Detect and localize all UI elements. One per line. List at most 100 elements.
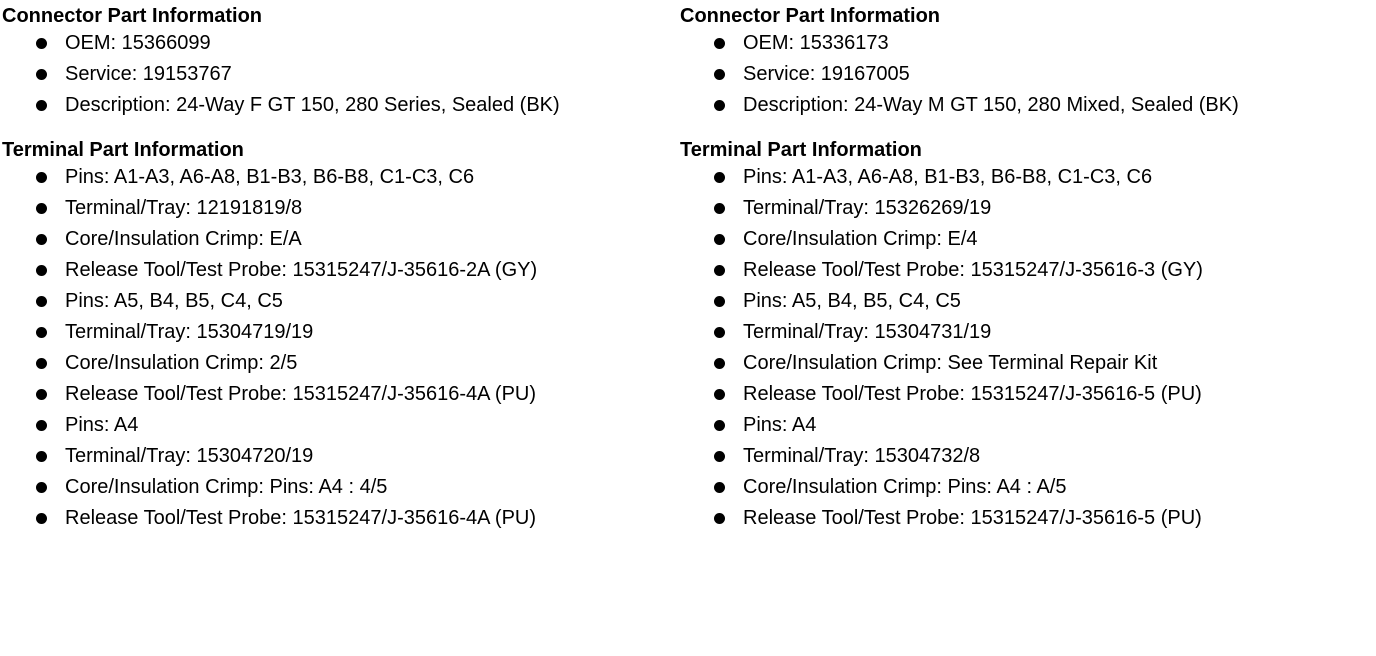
list-item: Pins: A4: [680, 410, 1376, 441]
list-item: Core/Insulation Crimp: 2/5: [2, 348, 678, 379]
list-item-text: Pins: A1-A3, A6-A8, B1-B3, B6-B8, C1-C3,…: [65, 166, 475, 188]
list-item: Pins: A4: [2, 410, 678, 441]
list-item-text: Pins: A4: [65, 414, 139, 436]
list-item-text: Release Tool/Test Probe: 15315247/J-3561…: [65, 507, 537, 529]
bullet-icon: [714, 100, 725, 111]
list-item: Service: 19153767: [2, 59, 678, 90]
list-item-text: Pins: A5, B4, B5, C4, C5: [65, 290, 283, 312]
terminal-group-3: Pins: A4 Terminal/Tray: 15304720/19 Core…: [2, 410, 678, 534]
list-item-text: Release Tool/Test Probe: 15315247/J-3561…: [743, 259, 1203, 281]
list-item-text: Pins: A1-A3, A6-A8, B1-B3, B6-B8, C1-C3,…: [743, 166, 1153, 188]
bullet-icon: [36, 358, 47, 369]
list-item-text: Core/Insulation Crimp: E/A: [65, 228, 302, 250]
bullet-icon: [36, 389, 47, 400]
bullet-icon: [714, 234, 725, 245]
list-item-text: Core/Insulation Crimp: E/4: [743, 228, 978, 250]
connector-part-info-heading: Connector Part Information: [2, 5, 263, 27]
bullet-icon: [714, 451, 725, 462]
list-item-text: Core/Insulation Crimp: See Terminal Repa…: [743, 352, 1158, 374]
list-item: Release Tool/Test Probe: 15315247/J-3561…: [680, 379, 1376, 410]
list-item-text: Terminal/Tray: 15304732/8: [743, 445, 981, 467]
bullet-icon: [36, 451, 47, 462]
list-item: Terminal/Tray: 15304719/19: [2, 317, 678, 348]
list-item: Pins: A1-A3, A6-A8, B1-B3, B6-B8, C1-C3,…: [2, 162, 678, 193]
bullet-icon: [36, 203, 47, 214]
bullet-icon: [714, 69, 725, 80]
list-item: Core/Insulation Crimp: See Terminal Repa…: [680, 348, 1376, 379]
list-item: Terminal/Tray: 15304720/19: [2, 441, 678, 472]
list-item: Terminal/Tray: 12191819/8: [2, 193, 678, 224]
list-item: Release Tool/Test Probe: 15315247/J-3561…: [680, 255, 1376, 286]
bullet-icon: [714, 203, 725, 214]
list-item: Terminal/Tray: 15304732/8: [680, 441, 1376, 472]
list-item-text: Release Tool/Test Probe: 15315247/J-3561…: [65, 259, 538, 281]
list-item-text: Terminal/Tray: 15326269/19: [743, 197, 992, 219]
list-item-text: Description: 24-Way F GT 150, 280 Series…: [65, 94, 560, 116]
list-item: OEM: 15366099: [2, 28, 678, 59]
list-item: OEM: 15336173: [680, 28, 1376, 59]
list-item: Core/Insulation Crimp: E/A: [2, 224, 678, 255]
list-item: Core/Insulation Crimp: Pins: A4 : 4/5: [2, 472, 678, 503]
bullet-icon: [714, 38, 725, 49]
connector-info-list: OEM: 15336173 Service: 19167005 Descript…: [680, 28, 1376, 121]
list-item-text: Pins: A5, B4, B5, C4, C5: [743, 290, 961, 312]
list-item: Release Tool/Test Probe: 15315247/J-3561…: [2, 379, 678, 410]
bullet-icon: [714, 172, 725, 183]
list-item-text: Service: 19153767: [65, 63, 232, 85]
list-item-text: Release Tool/Test Probe: 15315247/J-3561…: [743, 383, 1202, 405]
bullet-icon: [36, 38, 47, 49]
list-item: Release Tool/Test Probe: 15315247/J-3561…: [2, 503, 678, 534]
list-item: Core/Insulation Crimp: Pins: A4 : A/5: [680, 472, 1376, 503]
list-item: Description: 24-Way F GT 150, 280 Series…: [2, 90, 678, 121]
terminal-part-info-heading: Terminal Part Information: [2, 139, 244, 161]
list-item: Description: 24-Way M GT 150, 280 Mixed,…: [680, 90, 1376, 121]
list-item: Pins: A1-A3, A6-A8, B1-B3, B6-B8, C1-C3,…: [680, 162, 1376, 193]
bullet-icon: [36, 513, 47, 524]
list-item-text: Release Tool/Test Probe: 15315247/J-3561…: [743, 507, 1202, 529]
list-item-text: Terminal/Tray: 15304719/19: [65, 321, 314, 343]
list-item-text: Release Tool/Test Probe: 15315247/J-3561…: [65, 383, 537, 405]
bullet-icon: [36, 69, 47, 80]
list-item-text: Description: 24-Way M GT 150, 280 Mixed,…: [743, 94, 1239, 116]
list-item-text: Terminal/Tray: 12191819/8: [65, 197, 303, 219]
list-item-text: Core/Insulation Crimp: Pins: A4 : A/5: [743, 476, 1067, 498]
list-item-text: Terminal/Tray: 15304720/19: [65, 445, 314, 467]
bullet-icon: [36, 234, 47, 245]
list-item-text: Core/Insulation Crimp: 2/5: [65, 352, 298, 374]
terminal-part-info-heading: Terminal Part Information: [680, 139, 922, 161]
list-item: Service: 19167005: [680, 59, 1376, 90]
bullet-icon: [36, 482, 47, 493]
list-item-text: OEM: 15336173: [743, 32, 889, 54]
terminal-group-2: Pins: A5, B4, B5, C4, C5 Terminal/Tray: …: [2, 286, 678, 410]
terminal-group-1: Pins: A1-A3, A6-A8, B1-B3, B6-B8, C1-C3,…: [2, 162, 678, 286]
bullet-icon: [714, 420, 725, 431]
list-item: Pins: A5, B4, B5, C4, C5: [2, 286, 678, 317]
terminal-group-2: Pins: A5, B4, B5, C4, C5 Terminal/Tray: …: [680, 286, 1376, 410]
terminal-group-1: Pins: A1-A3, A6-A8, B1-B3, B6-B8, C1-C3,…: [680, 162, 1376, 286]
list-item-text: Pins: A4: [743, 414, 817, 436]
list-item: Release Tool/Test Probe: 15315247/J-3561…: [2, 255, 678, 286]
terminal-group-3: Pins: A4 Terminal/Tray: 15304732/8 Core/…: [680, 410, 1376, 534]
bullet-icon: [714, 265, 725, 276]
bullet-icon: [36, 172, 47, 183]
bullet-icon: [36, 420, 47, 431]
left-column: Connector Part Information OEM: 15366099…: [0, 4, 678, 656]
bullet-icon: [36, 327, 47, 338]
list-item-text: Core/Insulation Crimp: Pins: A4 : 4/5: [65, 476, 388, 498]
bullet-icon: [714, 482, 725, 493]
connector-part-info-heading: Connector Part Information: [680, 5, 941, 27]
list-item: Core/Insulation Crimp: E/4: [680, 224, 1376, 255]
bullet-icon: [714, 327, 725, 338]
right-column: Connector Part Information OEM: 15336173…: [678, 4, 1376, 656]
list-item-text: Service: 19167005: [743, 63, 910, 85]
list-item-text: OEM: 15366099: [65, 32, 211, 54]
list-item: Release Tool/Test Probe: 15315247/J-3561…: [680, 503, 1376, 534]
bullet-icon: [36, 100, 47, 111]
bullet-icon: [36, 296, 47, 307]
bullet-icon: [714, 296, 725, 307]
bullet-icon: [36, 265, 47, 276]
bullet-icon: [714, 513, 725, 524]
bullet-icon: [714, 358, 725, 369]
list-item: Pins: A5, B4, B5, C4, C5: [680, 286, 1376, 317]
